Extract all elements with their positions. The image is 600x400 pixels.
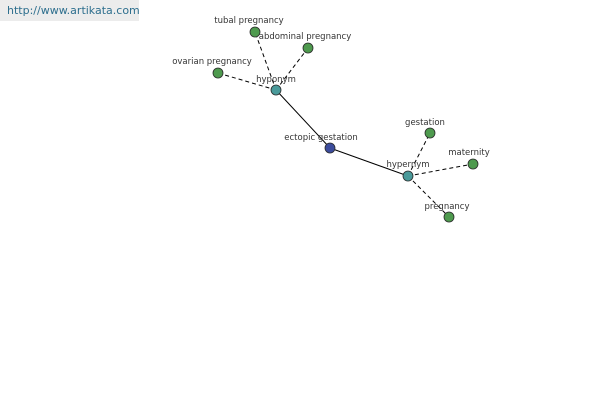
edge-hyponym-tubal xyxy=(254,31,277,91)
edge-hyponym-ovarian xyxy=(217,72,277,91)
labels-layer: ectopic gestation hyponym hypernym tubal pr… xyxy=(172,16,490,212)
nodes-layer xyxy=(212,26,479,223)
edge-hyponym-abdominal xyxy=(275,47,309,91)
edge-hypernym-pregnancy xyxy=(407,175,450,218)
node-maternity[interactable] xyxy=(467,158,479,170)
node-label-tubal-pregnancy[interactable]: tubal pregnancy xyxy=(214,16,283,26)
node-ovarian-pregnancy[interactable] xyxy=(212,67,224,79)
node-ectopic-gestation[interactable] xyxy=(324,142,336,154)
node-hypernym[interactable] xyxy=(402,170,414,182)
edges-layer xyxy=(217,31,474,218)
node-label-ectopic-gestation[interactable]: ectopic gestation xyxy=(284,133,357,143)
node-pregnancy[interactable] xyxy=(443,211,455,223)
node-label-hypernym[interactable]: hypernym xyxy=(386,160,429,170)
node-label-gestation[interactable]: gestation xyxy=(405,118,445,128)
node-abdominal-pregnancy[interactable] xyxy=(302,42,314,54)
edge-root-hyponym xyxy=(275,89,331,149)
edge-root-hypernym xyxy=(329,147,409,177)
site-url-watermark[interactable]: http://www.artikata.com xyxy=(0,0,140,21)
node-label-ovarian-pregnancy[interactable]: ovarian pregnancy xyxy=(172,57,252,67)
node-label-hyponym[interactable]: hyponym xyxy=(256,75,296,85)
node-label-maternity[interactable]: maternity xyxy=(448,148,490,158)
node-tubal-pregnancy[interactable] xyxy=(249,26,261,38)
node-label-pregnancy[interactable]: pregnancy xyxy=(424,202,469,212)
node-hyponym[interactable] xyxy=(270,84,282,96)
node-gestation[interactable] xyxy=(424,127,436,139)
edge-hypernym-gestation xyxy=(407,132,431,177)
node-label-abdominal-pregnancy[interactable]: abdominal pregnancy xyxy=(259,32,352,42)
